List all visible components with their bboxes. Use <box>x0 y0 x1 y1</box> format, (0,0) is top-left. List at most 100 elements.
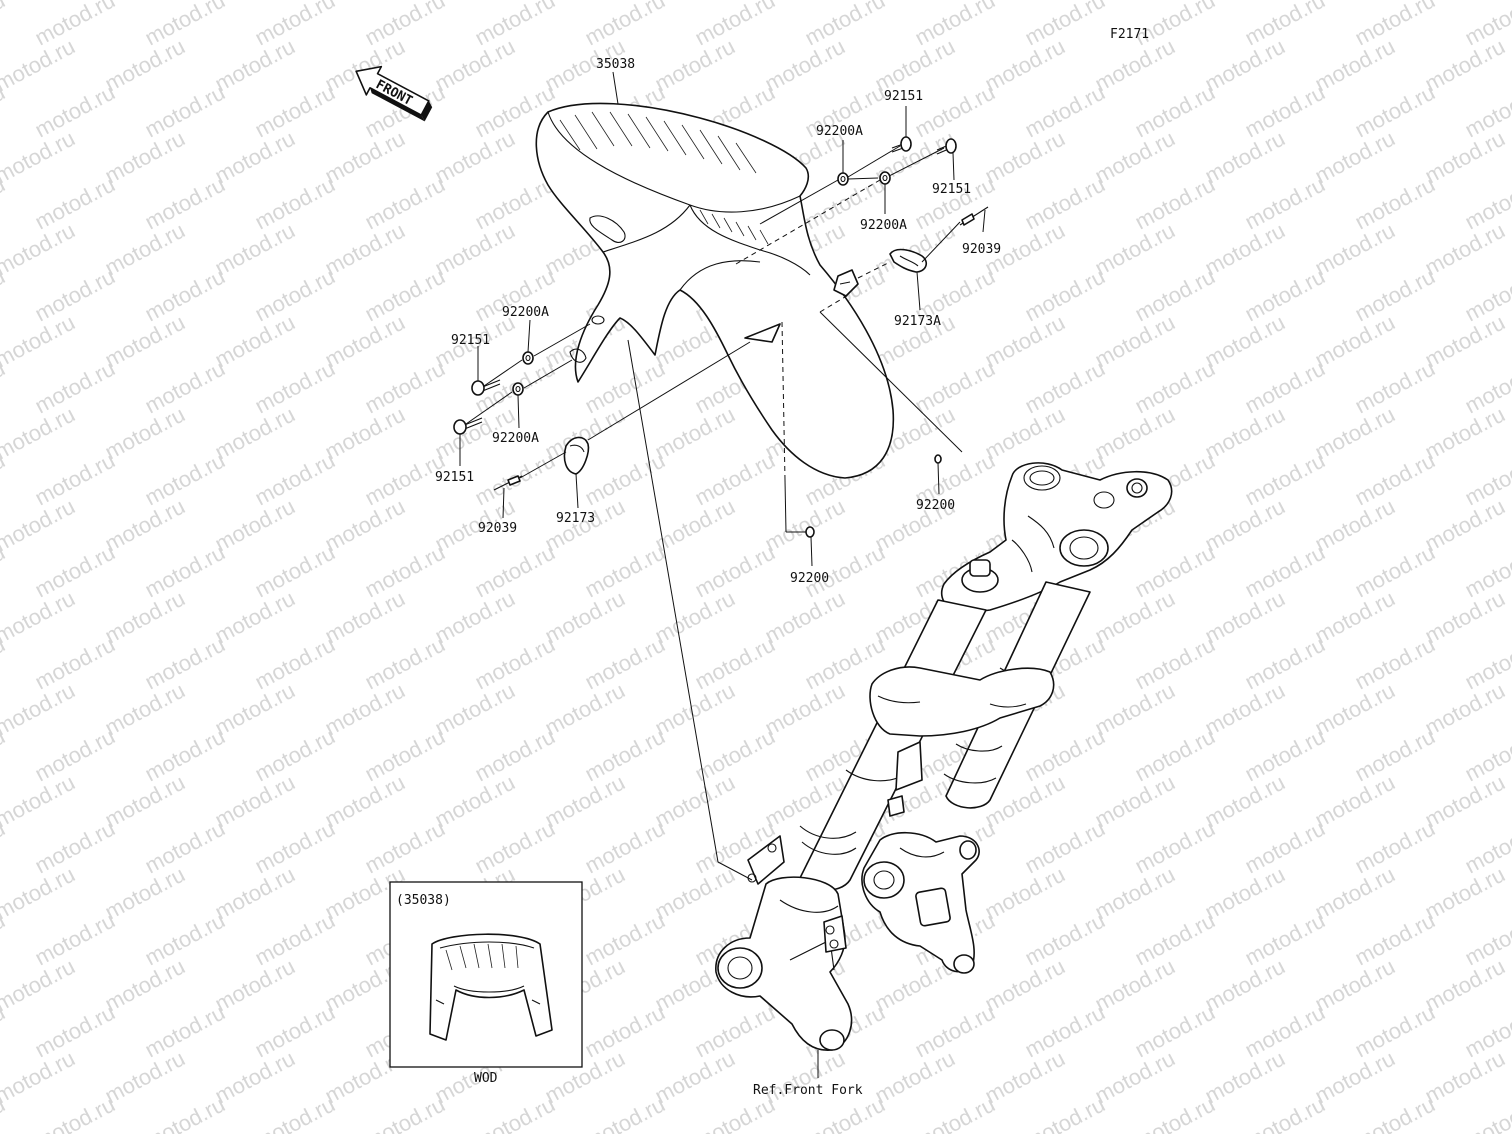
watermark-text: motod.ru <box>1131 80 1219 143</box>
watermark-text: motod.ru <box>321 586 409 649</box>
watermark-text: motod.ru <box>1421 862 1509 925</box>
watermark-text: motod.ru <box>1091 402 1179 465</box>
watermark-text: motod.ru <box>141 1000 229 1063</box>
watermark-text: motod.ru <box>1241 908 1329 971</box>
watermark-text: motod.ru <box>1131 1000 1219 1063</box>
watermark-text: motod.ru <box>541 586 629 649</box>
watermark-text: motod.ru <box>141 724 229 787</box>
watermark-text: motod.ru <box>1131 1092 1219 1134</box>
watermark-text: motod.ru <box>1311 586 1399 649</box>
watermark-text: motod.ru <box>1351 448 1439 511</box>
watermark-text: motod.ru <box>541 678 629 741</box>
inset-fender-front-view <box>429 933 553 1041</box>
watermark-text: motod.ru <box>1021 908 1109 971</box>
front-fork-assembly <box>715 462 1173 1051</box>
watermark-text: motod.ru <box>31 632 119 695</box>
watermark-text: motod.ru <box>1201 862 1289 925</box>
watermark-text: motod.ru <box>1351 356 1439 419</box>
watermark-text: motod.ru <box>251 632 339 695</box>
watermark-text: motod.ru <box>431 770 519 833</box>
watermark-text: motod.ru <box>0 0 9 50</box>
watermark-text: motod.ru <box>321 494 409 557</box>
watermark-text: motod.ru <box>1351 80 1439 143</box>
watermark-text: motod.ru <box>761 678 849 741</box>
watermark-text: motod.ru <box>1351 1000 1439 1063</box>
nut-center <box>805 526 815 538</box>
watermark-text: motod.ru <box>801 0 889 50</box>
watermark-text: motod.ru <box>581 1000 669 1063</box>
watermark-text: motod.ru <box>321 402 409 465</box>
watermark-text: motod.ru <box>1091 34 1179 97</box>
watermark-text: motod.ru <box>581 356 669 419</box>
watermark-text: motod.ru <box>1201 218 1289 281</box>
watermark-text: motod.ru <box>691 0 779 50</box>
watermark-text: motod.ru <box>321 126 409 189</box>
watermark-text: motod.ru <box>1201 310 1289 373</box>
watermark-text: motod.ru <box>1241 172 1329 235</box>
watermark-text: motod.ru <box>1421 1046 1509 1109</box>
callout-washer-top-1: 92200A <box>816 124 863 139</box>
watermark-text: motod.ru <box>1241 80 1329 143</box>
watermark-text: motod.ru <box>1241 632 1329 695</box>
watermark-text: motod.ru <box>211 1046 299 1109</box>
watermark-text: motod.ru <box>1091 954 1179 1017</box>
watermark-text: motod.ru <box>321 770 409 833</box>
watermark-text: motod.ru <box>1201 402 1289 465</box>
watermark-text: motod.ru <box>1421 770 1509 833</box>
watermark-text: motod.ru <box>1421 586 1509 649</box>
watermark-text: motod.ru <box>1021 0 1109 50</box>
watermark-text: motod.ru <box>101 862 189 925</box>
watermark-text: motod.ru <box>1241 448 1329 511</box>
callout-bolt-top-2: 92151 <box>932 182 971 197</box>
watermark-text: motod.ru <box>471 540 559 603</box>
watermark-text: motod.ru <box>471 0 559 50</box>
watermark-text: motod.ru <box>211 586 299 649</box>
watermark-text: motod.ru <box>1091 586 1179 649</box>
watermark-text: motod.ru <box>431 586 519 649</box>
watermark-text: motod.ru <box>141 908 229 971</box>
figure-code: F2171 <box>1110 27 1149 42</box>
washer-top-1 <box>837 172 849 186</box>
watermark-text: motod.ru <box>251 816 339 879</box>
watermark-text: motod.ru <box>1421 678 1509 741</box>
watermark-text: motod.ru <box>1351 632 1439 695</box>
watermark-text: motod.ru <box>651 586 739 649</box>
watermark-text: motod.ru <box>981 310 1069 373</box>
watermark-text: motod.ru <box>651 402 739 465</box>
watermark-text: motod.ru <box>541 770 629 833</box>
watermark-text: motod.ru <box>581 0 669 50</box>
watermark-text: motod.ru <box>141 264 229 327</box>
watermark-text: motod.ru <box>981 126 1069 189</box>
watermark-text: motod.ru <box>581 632 669 695</box>
watermark-text: motod.ru <box>761 494 849 557</box>
callout-clamp-left: 92173 <box>556 511 595 526</box>
watermark-text: motod.ru <box>1421 310 1509 373</box>
watermark-text: motod.ru <box>1311 494 1399 557</box>
watermark-text: motod.ru <box>911 172 999 235</box>
watermark-text: motod.ru <box>471 632 559 695</box>
watermark-text: motod.ru <box>1201 770 1289 833</box>
watermark-text: motod.ru <box>361 1092 449 1134</box>
clamp-right <box>889 248 928 273</box>
watermark-text: motod.ru <box>691 448 779 511</box>
watermark-text: motod.ru <box>1351 816 1439 879</box>
watermark-text: motod.ru <box>0 0 79 4</box>
watermark-text: motod.ru <box>31 1000 119 1063</box>
watermark-text: motod.ru <box>1351 724 1439 787</box>
watermark-text: motod.ru <box>321 310 409 373</box>
watermark-text: motod.ru <box>431 218 519 281</box>
washer-left-2 <box>512 382 524 396</box>
watermark-text: motod.ru <box>211 34 299 97</box>
watermark-text: motod.ru <box>651 34 739 97</box>
watermark-text: motod.ru <box>251 172 339 235</box>
callout-bolt-top-1: 92151 <box>884 89 923 104</box>
watermark-text: motod.ru <box>1311 34 1399 97</box>
watermark-text: motod.ru <box>761 1046 849 1109</box>
nut-right <box>934 454 942 464</box>
watermark-text: motod.ru <box>1131 356 1219 419</box>
callout-washer-top-2: 92200A <box>860 218 907 233</box>
watermark-text: motod.ru <box>361 356 449 419</box>
watermark-text: motod.ru <box>1241 724 1329 787</box>
watermark-text: motod.ru <box>1201 954 1289 1017</box>
watermark-text: motod.ru <box>211 862 299 925</box>
